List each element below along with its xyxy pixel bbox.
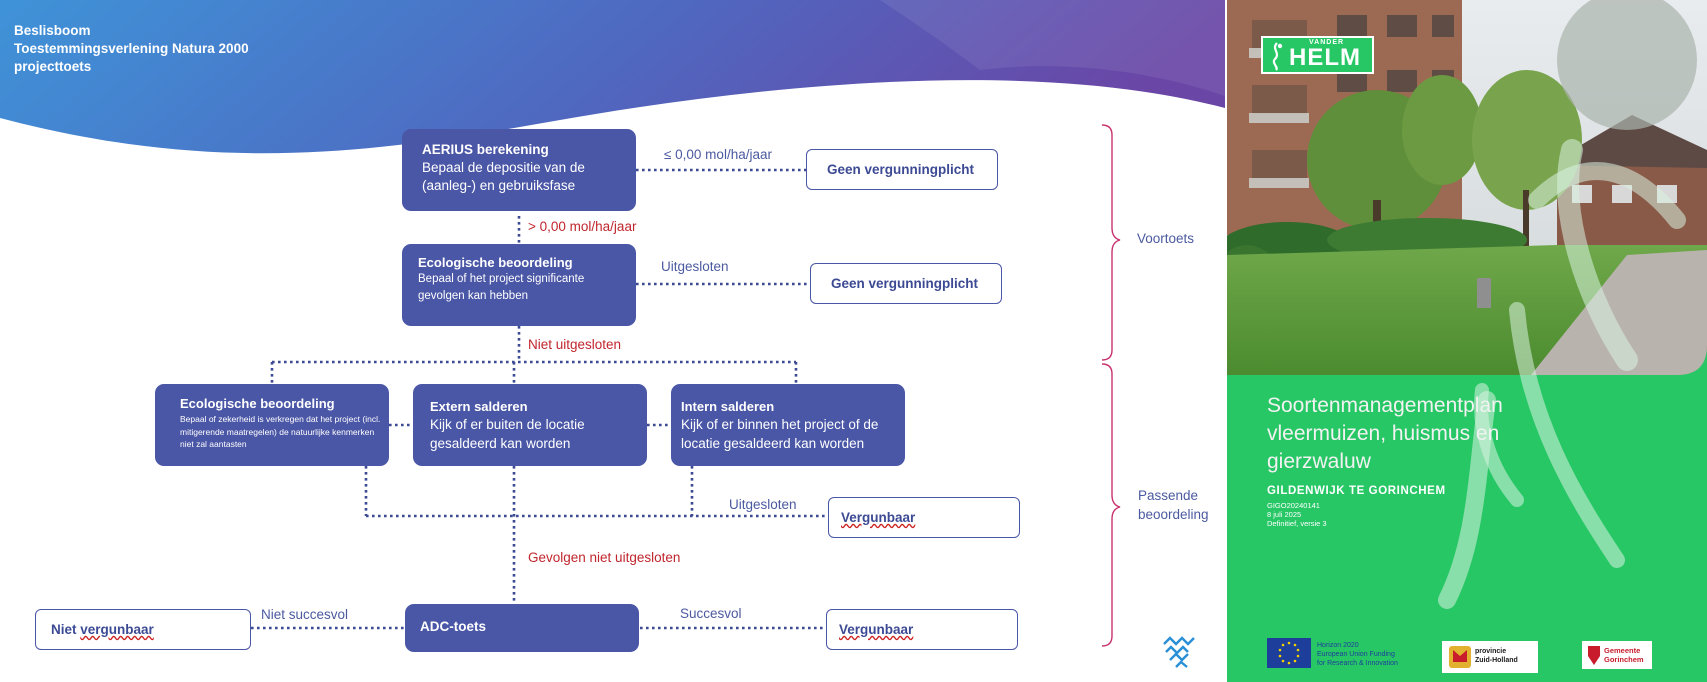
cover-meta-line: 8 juli 2025 (1267, 510, 1302, 519)
eu-stars (1278, 641, 1300, 665)
outcome-label-prefix: Niet (51, 622, 81, 637)
node-body: Kijk of er buiten de locatie gesaldeerd … (430, 417, 585, 451)
outcome-label: Geen vergunningplicht (831, 276, 979, 291)
node-title: Extern salderen (430, 399, 528, 414)
gemeente-line: Gemeente (1604, 646, 1641, 655)
waterschap-logo-icon (1163, 636, 1195, 668)
edge-label-uitgesloten-2: Uitgesloten (729, 497, 797, 512)
edge-label-succesvol: Succesvol (680, 606, 742, 621)
node-adc-toets: ADC-toets (405, 604, 639, 652)
vanderhelm-logo: VANDER HELM (1261, 36, 1374, 74)
outcome-niet-vergunbaar: Niet vergunbaar (35, 609, 251, 650)
outcome-vergunbaar-2: Vergunbaar (826, 609, 1018, 650)
slide-title: Beslisboom Toestemmingsverlening Natura … (14, 22, 249, 76)
edge-label-gt0: > 0,00 mol/ha/jaar (528, 219, 637, 234)
logo-top-text: VANDER (1309, 39, 1345, 46)
logo-figure-icon (1272, 42, 1283, 71)
header-wave (0, 0, 1225, 154)
node-body: Bepaal of zekerheid is verkregen dat het… (180, 414, 381, 449)
edge-label-gevolgen: Gevolgen niet uitgesloten (528, 550, 681, 565)
report-cover: VANDER HELM Soortenmanagementplan vleerm… (1227, 0, 1707, 682)
node-ecologische-beoordeling-2: Ecologische beoordeling Bepaal of zekerh… (155, 384, 389, 466)
outcome-label-word: vergunbaar (80, 622, 154, 637)
node-body: Bepaal de depositie van de (aanleg-) en … (422, 160, 585, 193)
outcome-vergunbaar-1: Vergunbaar (828, 497, 1020, 538)
node-title: AERIUS berekening (422, 142, 549, 157)
cover-meta-line: Definitief, versie 3 (1267, 519, 1327, 528)
edge-label-niet-uitgesloten: Niet uitgesloten (528, 337, 622, 352)
gemeente-text: Gemeente Gorinchem (1604, 646, 1644, 664)
phase-label-line: beoordeling (1138, 507, 1209, 522)
header-wave-highlight (880, 0, 1225, 96)
edge-label-le0: ≤ 0,00 mol/ha/jaar (664, 147, 772, 162)
node-extern-salderen: Extern salderen Kijk of er buiten de loc… (413, 384, 647, 466)
node-title: Intern salderen (681, 399, 775, 414)
cover-meta-line: GIGO20240141 (1267, 501, 1320, 510)
phase-label-passende-beoordeling: Passende beoordeling (1138, 486, 1209, 524)
eu-line: European Union Funding (1317, 651, 1395, 658)
cover-title-line: gierzwaluw (1267, 450, 1371, 473)
node-aerius-berekening: AERIUS berekening Bepaal de depositie va… (402, 129, 636, 211)
cover-meta: GIGO20240141 8 juli 2025 Definitief, ver… (1267, 501, 1327, 528)
cover-title-line: Soortenmanagementplan (1267, 394, 1503, 417)
node-intern-salderen: Intern salderen Kijk of er binnen het pr… (671, 384, 905, 466)
outcome-label: Vergunbaar (839, 622, 914, 637)
cover-photo (1227, 0, 1707, 673)
node-title: Ecologische beoordeling (180, 396, 335, 411)
gemeente-line: Gorinchem (1604, 655, 1644, 664)
gemeente-crest-icon (1588, 646, 1600, 665)
node-title: Ecologische beoordeling (418, 255, 573, 270)
connectors (251, 168, 828, 630)
outcome-label: Geen vergunningplicht (827, 162, 975, 177)
slide-title-line: projecttoets (14, 59, 92, 74)
slide-graphics (0, 0, 1225, 668)
node-ecologische-beoordeling-1: Ecologische beoordeling Bepaal of het pr… (402, 244, 636, 326)
phase-label-voortoets: Voortoets (1137, 231, 1195, 246)
province-crest-icon (1449, 646, 1471, 668)
node-body: Bepaal of het project significante gevol… (418, 273, 585, 302)
slide-title-line: Toestemmingsverlening Natura 2000 (14, 41, 249, 56)
eu-funding-text: Horizon 2020 European Union Funding for … (1317, 641, 1398, 668)
outcome-geen-vergunningplicht-2: Geen vergunningplicht (810, 263, 1002, 304)
logo-main-text: HELM (1289, 44, 1361, 71)
cover-title-line: vleermuizen, huismus en (1267, 422, 1500, 445)
cover-subtitle: GILDENWIJK TE GORINCHEM (1267, 485, 1446, 497)
province-line: provincie (1475, 648, 1507, 655)
cover-swirl-decoration (1438, 139, 1686, 609)
eu-line: for Research & Innovation (1317, 660, 1398, 667)
province-line: Zuid-Holland (1475, 657, 1518, 664)
outcome-label: Vergunbaar (841, 510, 916, 525)
province-text: provincie Zuid-Holland (1475, 647, 1518, 665)
node-title: ADC-toets (420, 619, 486, 634)
edge-label-uitgesloten-1: Uitgesloten (661, 259, 729, 274)
phase-label-line: Passende (1138, 488, 1199, 503)
decision-tree-slide: Beslisboom Toestemmingsverlening Natura … (0, 0, 1225, 668)
phase-braces (1101, 124, 1121, 647)
outcome-geen-vergunningplicht-1: Geen vergunningplicht (806, 149, 998, 190)
node-body: Kijk of er binnen het project of de loca… (681, 417, 879, 451)
cover-title: Soortenmanagementplan vleermuizen, huism… (1267, 392, 1503, 476)
edge-label-niet-succesvol: Niet succesvol (261, 607, 349, 622)
eu-line: Horizon 2020 (1317, 642, 1359, 649)
slide-title-line: Beslisboom (14, 23, 91, 38)
